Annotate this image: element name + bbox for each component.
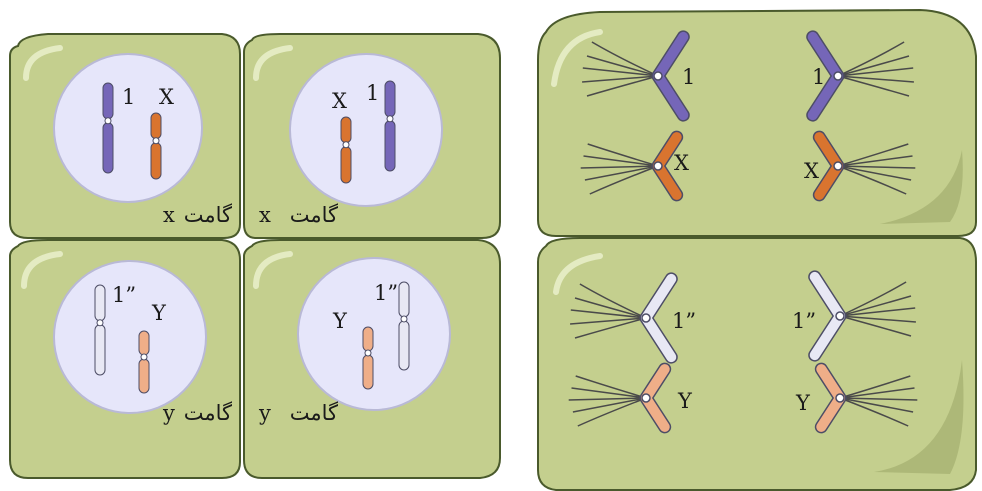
chromosome bbox=[363, 327, 373, 389]
chromosome-label: X bbox=[159, 85, 174, 109]
chromosome bbox=[151, 113, 161, 179]
chromosome bbox=[399, 282, 409, 370]
nucleus bbox=[290, 54, 442, 206]
gamete-caption-word: گامت bbox=[290, 401, 338, 425]
dividing-cell-bottom: 1” 1” Y Y bbox=[538, 238, 976, 490]
gamete-caption-letter: y bbox=[162, 401, 175, 425]
chromosome bbox=[341, 117, 351, 183]
chromosome-label: 1” bbox=[112, 283, 136, 307]
gamete-cell-y-2: Y 1” گامت y bbox=[244, 240, 500, 478]
chromosome-label: X bbox=[332, 89, 347, 113]
gamete-caption-word: گامت bbox=[290, 203, 338, 227]
chromosome-label: 1 bbox=[682, 65, 695, 89]
gamete-caption-word: گامت bbox=[184, 203, 232, 227]
gamete-cell-y-1: 1” Y گامت y bbox=[10, 240, 240, 478]
chromosome-label: 1” bbox=[672, 309, 696, 333]
chromosome bbox=[103, 83, 113, 173]
chromosome-label: 1 bbox=[122, 85, 135, 109]
nucleus bbox=[54, 54, 202, 202]
chromosome-label: Y bbox=[332, 309, 348, 333]
gamete-caption-letter: y bbox=[258, 401, 271, 425]
gamete-caption-letter: x bbox=[259, 203, 271, 227]
chromosome-label: X bbox=[674, 151, 689, 175]
chromosome-label: 1 bbox=[366, 81, 379, 105]
chromosome-label: X bbox=[804, 159, 819, 183]
chromosome-label: Y bbox=[151, 301, 167, 325]
chromosome bbox=[95, 285, 105, 375]
chromosome bbox=[139, 331, 149, 393]
chromosome-label: 1” bbox=[374, 281, 398, 305]
chromosome-label: Y bbox=[795, 391, 811, 415]
chromosome-label: 1 bbox=[812, 65, 825, 89]
chromosome bbox=[385, 81, 395, 171]
gamete-caption-word: گامت bbox=[184, 401, 232, 425]
dividing-cell-top: 1 1 X X bbox=[538, 10, 976, 236]
gamete-caption-letter: x bbox=[163, 203, 175, 227]
chromosome-label: 1” bbox=[792, 309, 816, 333]
gamete-cell-x-2: X 1 گامت x bbox=[244, 34, 500, 238]
chromosome-label: Y bbox=[677, 389, 693, 413]
gamete-cell-x-1: 1 X گامت x bbox=[10, 34, 240, 238]
